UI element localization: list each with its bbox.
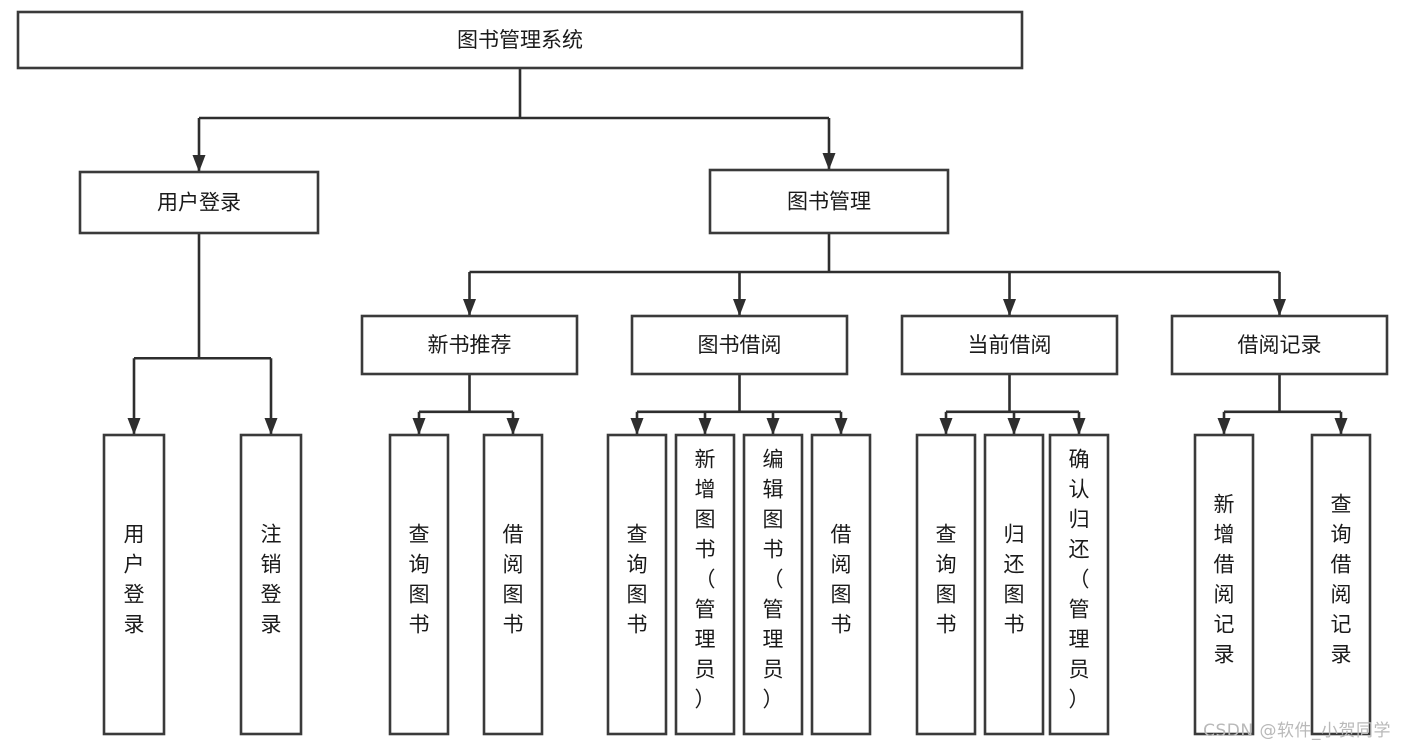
node-label-borrow-record: 借阅记录 [1238, 333, 1322, 357]
node-leaf-user-login[interactable]: 用户登录 [102, 433, 166, 736]
node-label-leaf-user-logout: 注销登录 [261, 523, 282, 637]
node-current-borrow[interactable]: 当前借阅 [900, 314, 1119, 376]
edge-arrowhead [412, 418, 426, 435]
edges-layer [127, 68, 1348, 435]
edge-arrowhead [463, 299, 476, 316]
node-label-leaf-return-book: 归还图书 [1004, 523, 1025, 637]
node-label-leaf-add-book: 新增图书（管理员） [695, 448, 716, 712]
node-leaf-return-book[interactable]: 归还图书 [983, 433, 1045, 736]
edge-arrowhead [264, 418, 278, 435]
edge-group-current-borrow [939, 374, 1086, 435]
node-book-manage[interactable]: 图书管理 [708, 168, 950, 235]
node-box-leaf-user-login[interactable] [102, 433, 166, 736]
edge-arrowhead [1007, 418, 1021, 435]
node-box-user-login[interactable] [78, 170, 320, 235]
edge-group-book-manage [463, 233, 1286, 316]
node-leaf-user-logout[interactable]: 注销登录 [239, 433, 303, 736]
edge-arrowhead [1217, 418, 1231, 435]
edge-arrowhead [1273, 299, 1286, 316]
edge-group-root [192, 68, 836, 172]
node-label-leaf-borrow-book-1: 借阅图书 [503, 523, 524, 637]
node-label-leaf-query-book-2: 查询图书 [627, 523, 648, 637]
node-label-leaf-user-login: 用户登录 [124, 523, 145, 637]
node-box-leaf-query-book-1[interactable] [388, 433, 450, 736]
node-box-leaf-edit-book[interactable] [742, 433, 804, 736]
edge-group-new-book-rec [412, 374, 520, 435]
nodes-layer: 图书管理系统用户登录图书管理新书推荐图书借阅当前借阅借阅记录用户登录注销登录查询… [16, 10, 1389, 736]
edge-arrowhead [939, 418, 953, 435]
edge-arrowhead [1334, 418, 1348, 435]
edge-arrowhead [1072, 418, 1086, 435]
node-box-current-borrow[interactable] [900, 314, 1119, 376]
node-label-leaf-query-book-1: 查询图书 [409, 523, 430, 637]
node-box-leaf-query-book-2[interactable] [606, 433, 668, 736]
node-leaf-edit-book[interactable]: 编辑图书（管理员） [742, 433, 804, 736]
node-label-book-borrow: 图书借阅 [698, 333, 782, 357]
node-box-leaf-borrow-book-1[interactable] [482, 433, 544, 736]
edge-arrowhead [834, 418, 848, 435]
node-box-book-borrow[interactable] [630, 314, 849, 376]
node-label-leaf-query-book-3: 查询图书 [936, 523, 957, 637]
node-label-leaf-query-record: 查询借阅记录 [1331, 493, 1352, 667]
node-label-current-borrow: 当前借阅 [968, 333, 1052, 357]
edge-arrowhead [766, 418, 780, 435]
node-label-user-login: 用户登录 [157, 191, 241, 215]
node-leaf-query-book-2[interactable]: 查询图书 [606, 433, 668, 736]
edge-arrowhead [192, 155, 206, 172]
node-box-leaf-confirm-return[interactable] [1048, 433, 1110, 736]
node-box-root[interactable] [16, 10, 1024, 70]
node-box-leaf-user-logout[interactable] [239, 433, 303, 736]
edge-group-book-borrow [630, 374, 848, 435]
edge-arrowhead [1003, 299, 1016, 316]
node-label-leaf-add-record: 新增借阅记录 [1214, 493, 1235, 667]
node-label-new-book-rec: 新书推荐 [428, 333, 512, 357]
node-label-leaf-confirm-return: 确认归还（管理员） [1069, 448, 1090, 712]
node-leaf-add-book[interactable]: 新增图书（管理员） [674, 433, 736, 736]
node-box-borrow-record[interactable] [1170, 314, 1389, 376]
node-box-leaf-query-book-3[interactable] [915, 433, 977, 736]
node-root[interactable]: 图书管理系统 [16, 10, 1024, 70]
node-leaf-add-record[interactable]: 新增借阅记录 [1193, 433, 1255, 736]
node-leaf-query-book-1[interactable]: 查询图书 [388, 433, 450, 736]
node-leaf-query-book-3[interactable]: 查询图书 [915, 433, 977, 736]
edge-arrowhead [506, 418, 520, 435]
node-new-book-rec[interactable]: 新书推荐 [360, 314, 579, 376]
node-borrow-record[interactable]: 借阅记录 [1170, 314, 1389, 376]
node-label-leaf-edit-book: 编辑图书（管理员） [763, 448, 784, 712]
node-box-leaf-add-record[interactable] [1193, 433, 1255, 736]
edge-arrowhead [630, 418, 644, 435]
node-user-login[interactable]: 用户登录 [78, 170, 320, 235]
node-label-leaf-borrow-book-2: 借阅图书 [831, 523, 852, 637]
node-box-leaf-query-record[interactable] [1310, 433, 1372, 736]
node-box-leaf-return-book[interactable] [983, 433, 1045, 736]
edge-arrowhead [698, 418, 712, 435]
edge-arrowhead [733, 299, 746, 316]
node-leaf-query-record[interactable]: 查询借阅记录 [1310, 433, 1372, 736]
edge-group-user-login [127, 233, 278, 435]
node-leaf-borrow-book-2[interactable]: 借阅图书 [810, 433, 872, 736]
node-leaf-borrow-book-1[interactable]: 借阅图书 [482, 433, 544, 736]
node-book-borrow[interactable]: 图书借阅 [630, 314, 849, 376]
node-label-root: 图书管理系统 [457, 28, 583, 52]
node-label-book-manage: 图书管理 [787, 190, 871, 214]
csdn-watermark: CSDN @软件_小贺同学 [1203, 721, 1391, 741]
node-leaf-confirm-return[interactable]: 确认归还（管理员） [1048, 433, 1110, 736]
node-box-book-manage[interactable] [708, 168, 950, 235]
node-box-leaf-add-book[interactable] [674, 433, 736, 736]
edge-arrowhead [822, 153, 836, 170]
edge-arrowhead [127, 418, 141, 435]
node-box-new-book-rec[interactable] [360, 314, 579, 376]
node-box-leaf-borrow-book-2[interactable] [810, 433, 872, 736]
edge-group-borrow-record [1217, 374, 1348, 435]
